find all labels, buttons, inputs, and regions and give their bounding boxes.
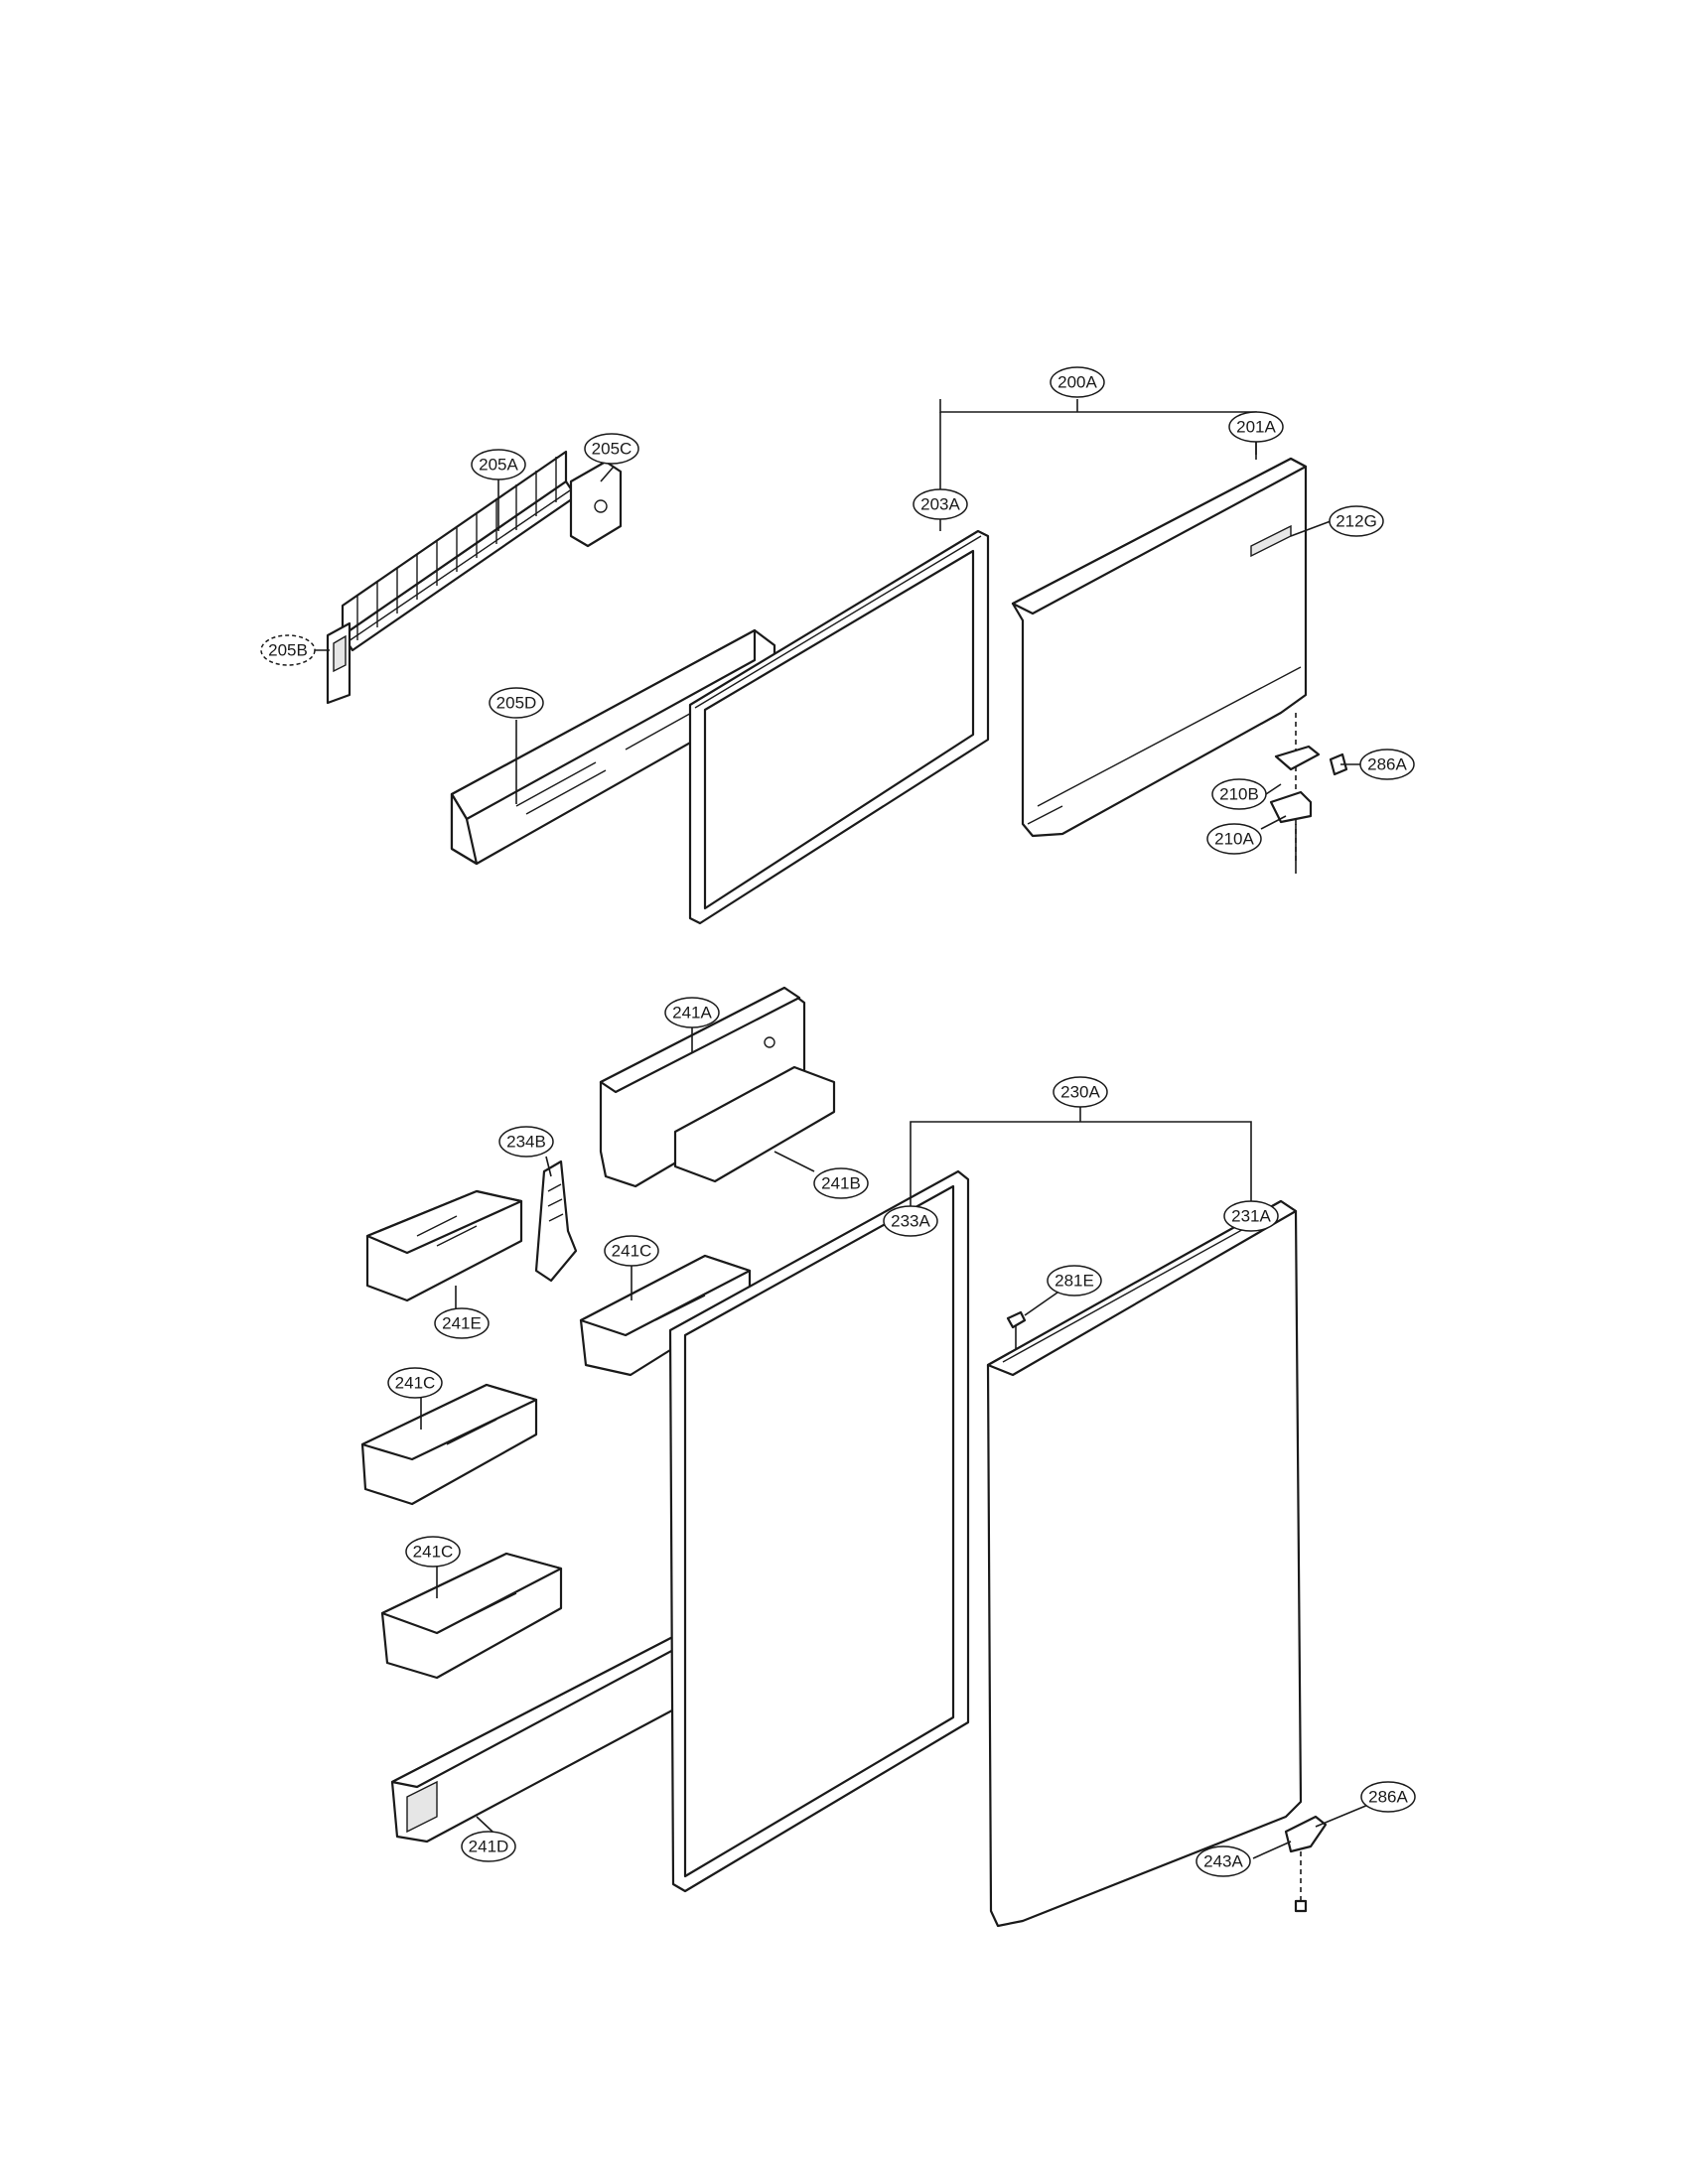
svg-text:203A: 203A [920,495,960,514]
svg-text:234B: 234B [506,1133,546,1152]
svg-text:281E: 281E [1055,1272,1094,1291]
svg-text:205D: 205D [496,694,537,713]
callout-286A-bottom: 286A [1360,1781,1416,1813]
callout-241C-3: 241C [405,1536,461,1568]
callout-210B: 210B [1211,778,1267,810]
svg-text:241C: 241C [413,1543,454,1562]
svg-text:230A: 230A [1060,1083,1100,1102]
bin-241E [365,1189,523,1302]
freezer-door-201A [1011,457,1308,838]
callout-203A: 203A [913,488,968,520]
door-gasket-233A [668,1169,970,1893]
svg-text:205C: 205C [592,440,633,459]
svg-text:210B: 210B [1219,785,1259,804]
callout-241C-1: 241C [604,1235,659,1267]
bottom-hinge-assembly [1284,1815,1328,1913]
callout-205B: 205B [260,634,316,666]
svg-text:286A: 286A [1368,1788,1408,1807]
callout-241B: 241B [813,1167,869,1199]
callout-230A: 230A [1053,1076,1108,1108]
callout-241A: 241A [664,997,720,1028]
svg-text:231A: 231A [1231,1207,1271,1226]
callout-286A-top: 286A [1359,749,1415,780]
svg-text:286A: 286A [1367,755,1407,774]
svg-text:241B: 241B [821,1174,861,1193]
svg-text:233A: 233A [891,1212,930,1231]
svg-text:201A: 201A [1236,418,1276,437]
callout-233A: 233A [883,1205,938,1237]
callout-241C-2: 241C [387,1367,443,1399]
svg-text:200A: 200A [1057,373,1097,392]
callout-234B: 234B [498,1126,554,1158]
callout-231A: 231A [1223,1200,1279,1232]
bin-241C-lower [380,1552,563,1680]
dairy-bin-241A [599,986,836,1188]
wire-shelf-205A [326,450,623,705]
svg-text:241C: 241C [395,1374,436,1393]
callout-200A: 200A [1050,366,1105,398]
svg-text:243A: 243A [1203,1852,1243,1871]
svg-text:205A: 205A [479,456,518,475]
fresh-food-door-231A [986,1199,1303,1928]
svg-text:241D: 241D [469,1838,509,1856]
svg-text:241A: 241A [672,1004,712,1023]
callout-205A: 205A [471,449,526,480]
callout-212G: 212G [1329,505,1384,537]
callout-205D: 205D [489,687,544,719]
callout-210A: 210A [1206,823,1262,855]
svg-text:212G: 212G [1336,512,1377,531]
bin-241C-upper [579,1254,752,1377]
svg-text:210A: 210A [1214,830,1254,849]
callout-281E: 281E [1047,1265,1102,1297]
callout-205C: 205C [584,433,639,465]
svg-text:241E: 241E [442,1314,482,1333]
door-gasket-203A [688,529,990,925]
callout-241E: 241E [434,1307,490,1339]
callout-241D: 241D [461,1831,516,1862]
svg-text:241C: 241C [612,1242,652,1261]
top-hinge-assembly [1269,713,1348,874]
screw-281E [1006,1310,1027,1350]
callout-243A: 243A [1196,1845,1251,1877]
callout-201A: 201A [1228,411,1284,443]
divider-234B [534,1160,578,1283]
svg-text:205B: 205B [268,641,308,660]
bin-241C-middle [360,1383,538,1506]
